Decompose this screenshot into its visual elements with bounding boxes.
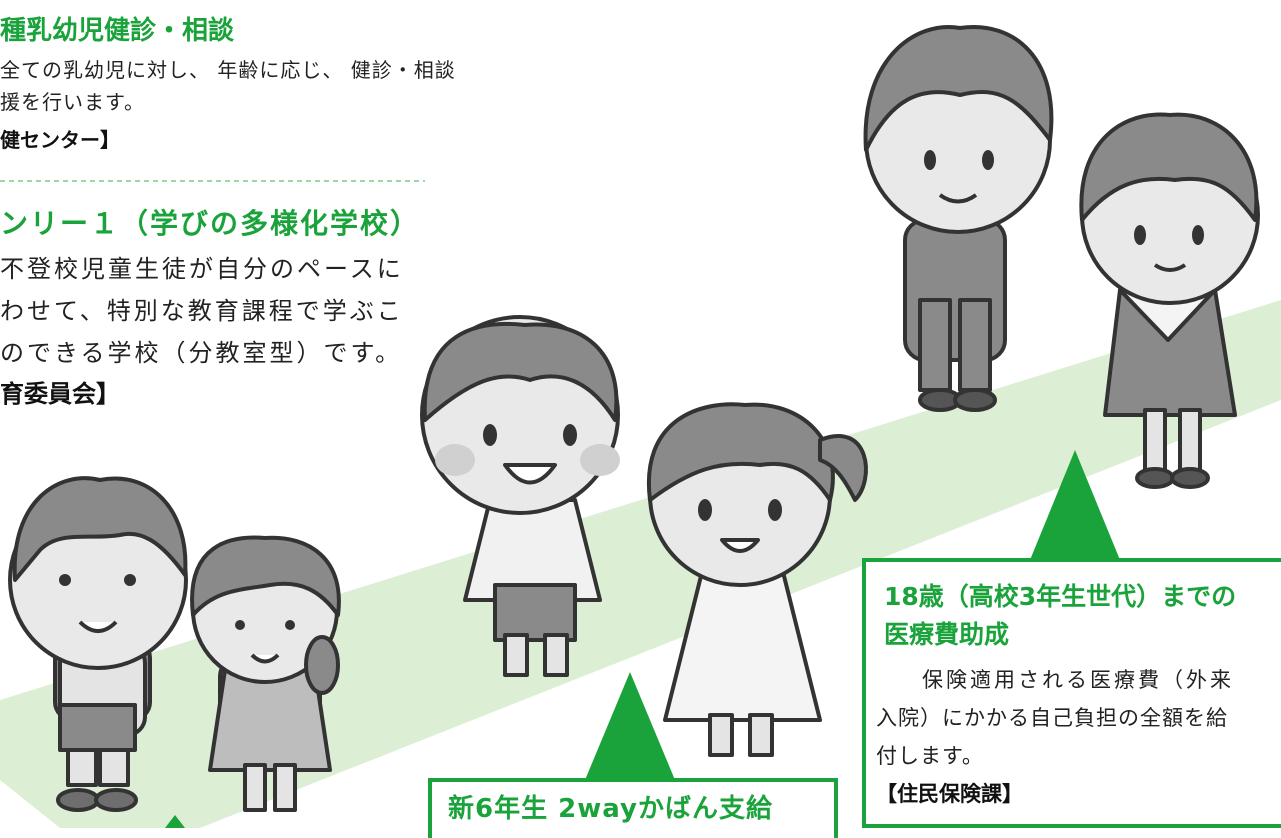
medical-title-line1: 18歳（高校3年生世代）までの xyxy=(884,582,1237,611)
medical-line2: 入院）にかかる自己負担の全額を給 xyxy=(876,706,1228,730)
small-pointer xyxy=(165,815,185,828)
medical-pointer xyxy=(1030,450,1120,560)
medical-org: 【住民保険課】 xyxy=(876,782,1023,806)
school-line2: わせて、特別な教育課程で学ぶこ xyxy=(0,297,404,325)
school-line3: のできる学校（分教室型）です。 xyxy=(0,339,403,367)
child-boy-middle xyxy=(420,315,620,677)
child-boy-small xyxy=(8,476,188,812)
school-title: ンリー１（学びの多様化学校） xyxy=(0,207,421,240)
medical-subsidy-box: 18歳（高校3年生世代）までの 医療費助成 保険適用される医療費（外来 入院）に… xyxy=(862,558,1281,828)
child-girl-high xyxy=(1079,112,1260,489)
infant-checkup-line1: 全ての乳幼児に対し、 年齢に応じ、 健診・相談 xyxy=(0,58,456,82)
child-girl-middle xyxy=(646,402,868,757)
school-org: 育委員会】 xyxy=(0,380,120,408)
medical-line1: 保険適用される医療費（外来 xyxy=(922,668,1234,692)
child-boy-high xyxy=(863,25,1054,412)
bag-pointer xyxy=(585,672,675,780)
bag-title: 新6年生 2wayかばん支給 xyxy=(448,794,773,824)
infant-checkup-line2: 援を行います。 xyxy=(0,90,145,114)
infant-checkup-title: 種乳幼児健診・相談 xyxy=(0,16,235,46)
school-line1: 不登校児童生徒が自分のペースに xyxy=(0,255,404,283)
child-girl-small xyxy=(190,535,341,812)
infant-checkup-org: 健センター】 xyxy=(0,128,120,152)
medical-line3: 付します。 xyxy=(876,744,984,768)
medical-title-line2: 医療費助成 xyxy=(884,620,1010,649)
bag-supply-box: 新6年生 2wayかばん支給 xyxy=(428,778,838,838)
